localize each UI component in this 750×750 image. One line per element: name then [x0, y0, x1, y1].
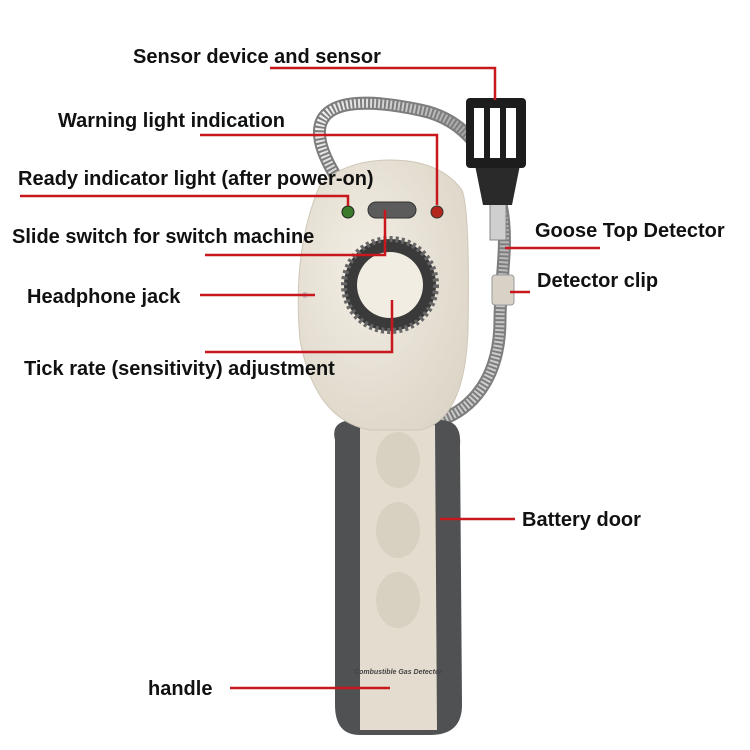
- leader-lines: [20, 66, 600, 690]
- label-sensor: Sensor device and sensor: [133, 46, 381, 68]
- sensitivity-dial[interactable]: [341, 236, 439, 334]
- label-handle: handle: [148, 678, 212, 700]
- product-name: Combustible Gas Detector: [354, 669, 443, 676]
- label-detector-clip: Detector clip: [537, 270, 658, 292]
- handle-body: [334, 420, 462, 735]
- sensor-head: [466, 98, 526, 241]
- slide-switch[interactable]: [367, 201, 417, 219]
- warning-indicator-light: [430, 205, 444, 219]
- detector-clip: [491, 274, 515, 306]
- label-slide-switch: Slide switch for switch machine: [12, 226, 314, 248]
- label-warning-light: Warning light indication: [58, 110, 285, 132]
- label-headphone-jack: Headphone jack: [27, 286, 181, 308]
- label-ready-light: Ready indicator light (after power-on): [18, 168, 374, 190]
- label-goose-top-detector: Goose Top Detector: [535, 220, 725, 242]
- label-battery-door: Battery door: [522, 509, 641, 531]
- label-tick-rate: Tick rate (sensitivity) adjustment: [24, 358, 335, 380]
- ready-indicator-light: [341, 205, 355, 219]
